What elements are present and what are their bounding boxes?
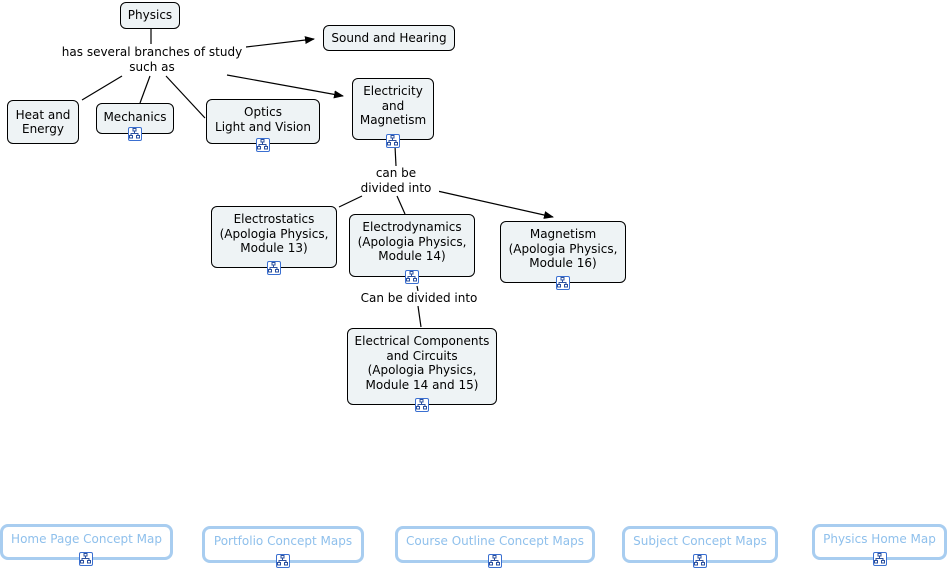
link-phrase-optics bbox=[165, 75, 206, 119]
submap-icon-subject[interactable] bbox=[693, 554, 707, 568]
link-electricity-phrase bbox=[394, 145, 397, 167]
concept-label: Magnetism (Apologia Physics, Module 16) bbox=[508, 227, 618, 270]
link-phrase-magnetism bbox=[432, 189, 554, 219]
concept-electricity-and-magnetism[interactable]: Electricity and Magnetism bbox=[352, 78, 434, 140]
concept-electrical-components-and-circuits[interactable]: Electrical Components and Circuits (Apol… bbox=[347, 328, 497, 405]
nav-label: Subject Concept Maps bbox=[633, 534, 767, 548]
link-electrodynamics-phrase bbox=[416, 285, 419, 292]
link-phrase-components bbox=[417, 305, 422, 328]
concept-label: Electrostatics (Apologia Physics, Module… bbox=[219, 212, 329, 255]
concept-physics[interactable]: Physics bbox=[120, 2, 180, 29]
link-phrase-electrostatics bbox=[338, 195, 363, 208]
concept-label: Electricity and Magnetism bbox=[359, 84, 427, 127]
submap-icon-physics-home[interactable] bbox=[873, 552, 887, 566]
submap-icon-home[interactable] bbox=[79, 552, 93, 566]
concept-label: Optics Light and Vision bbox=[215, 105, 311, 134]
submap-icon-magnetism[interactable] bbox=[556, 276, 570, 290]
submap-icon-portfolio[interactable] bbox=[276, 554, 290, 568]
concept-label: Mechanics bbox=[103, 110, 167, 124]
nav-portfolio-concept-maps[interactable]: Portfolio Concept Maps bbox=[202, 526, 364, 563]
linking-phrase-branches: has several branches of study such as bbox=[58, 45, 246, 74]
nav-label: Course Outline Concept Maps bbox=[406, 534, 584, 548]
concept-label: Electrical Components and Circuits (Apol… bbox=[354, 334, 490, 392]
submap-icon-electrostatics[interactable] bbox=[267, 261, 281, 275]
nav-label: Physics Home Map bbox=[823, 532, 936, 546]
link-phrase-mechanics bbox=[139, 75, 151, 104]
link-phrase-electricity bbox=[226, 74, 344, 99]
submap-icon-electricity[interactable] bbox=[386, 134, 400, 148]
concept-electrodynamics[interactable]: Electrodynamics (Apologia Physics, Modul… bbox=[349, 214, 475, 277]
submap-icon-optics[interactable] bbox=[256, 138, 270, 152]
concept-heat-and-energy[interactable]: Heat and Energy bbox=[7, 100, 79, 144]
nav-label: Home Page Concept Map bbox=[11, 532, 162, 546]
nav-course-outline-concept-maps[interactable]: Course Outline Concept Maps bbox=[395, 526, 595, 563]
linking-phrase-can-be-divided: can be divided into bbox=[353, 166, 439, 195]
submap-icon-components[interactable] bbox=[415, 398, 429, 412]
submap-icon-electrodynamics[interactable] bbox=[405, 270, 419, 284]
submap-icon-course[interactable] bbox=[488, 554, 502, 568]
submap-icon-mechanics[interactable] bbox=[128, 127, 142, 141]
concept-magnetism[interactable]: Magnetism (Apologia Physics, Module 16) bbox=[500, 221, 626, 283]
concept-electrostatics[interactable]: Electrostatics (Apologia Physics, Module… bbox=[211, 206, 337, 268]
concept-label: Electrodynamics (Apologia Physics, Modul… bbox=[357, 220, 467, 263]
concept-mechanics[interactable]: Mechanics bbox=[96, 103, 174, 134]
link-phrase-sound bbox=[245, 36, 315, 48]
nav-label: Portfolio Concept Maps bbox=[213, 534, 353, 548]
link-phrase-electrodynamics bbox=[396, 195, 406, 215]
link-phrase-heat bbox=[81, 75, 123, 101]
linking-phrase-can-be-divided-into: Can be divided into bbox=[356, 291, 482, 306]
concept-sound-and-hearing[interactable]: Sound and Hearing bbox=[323, 25, 455, 51]
